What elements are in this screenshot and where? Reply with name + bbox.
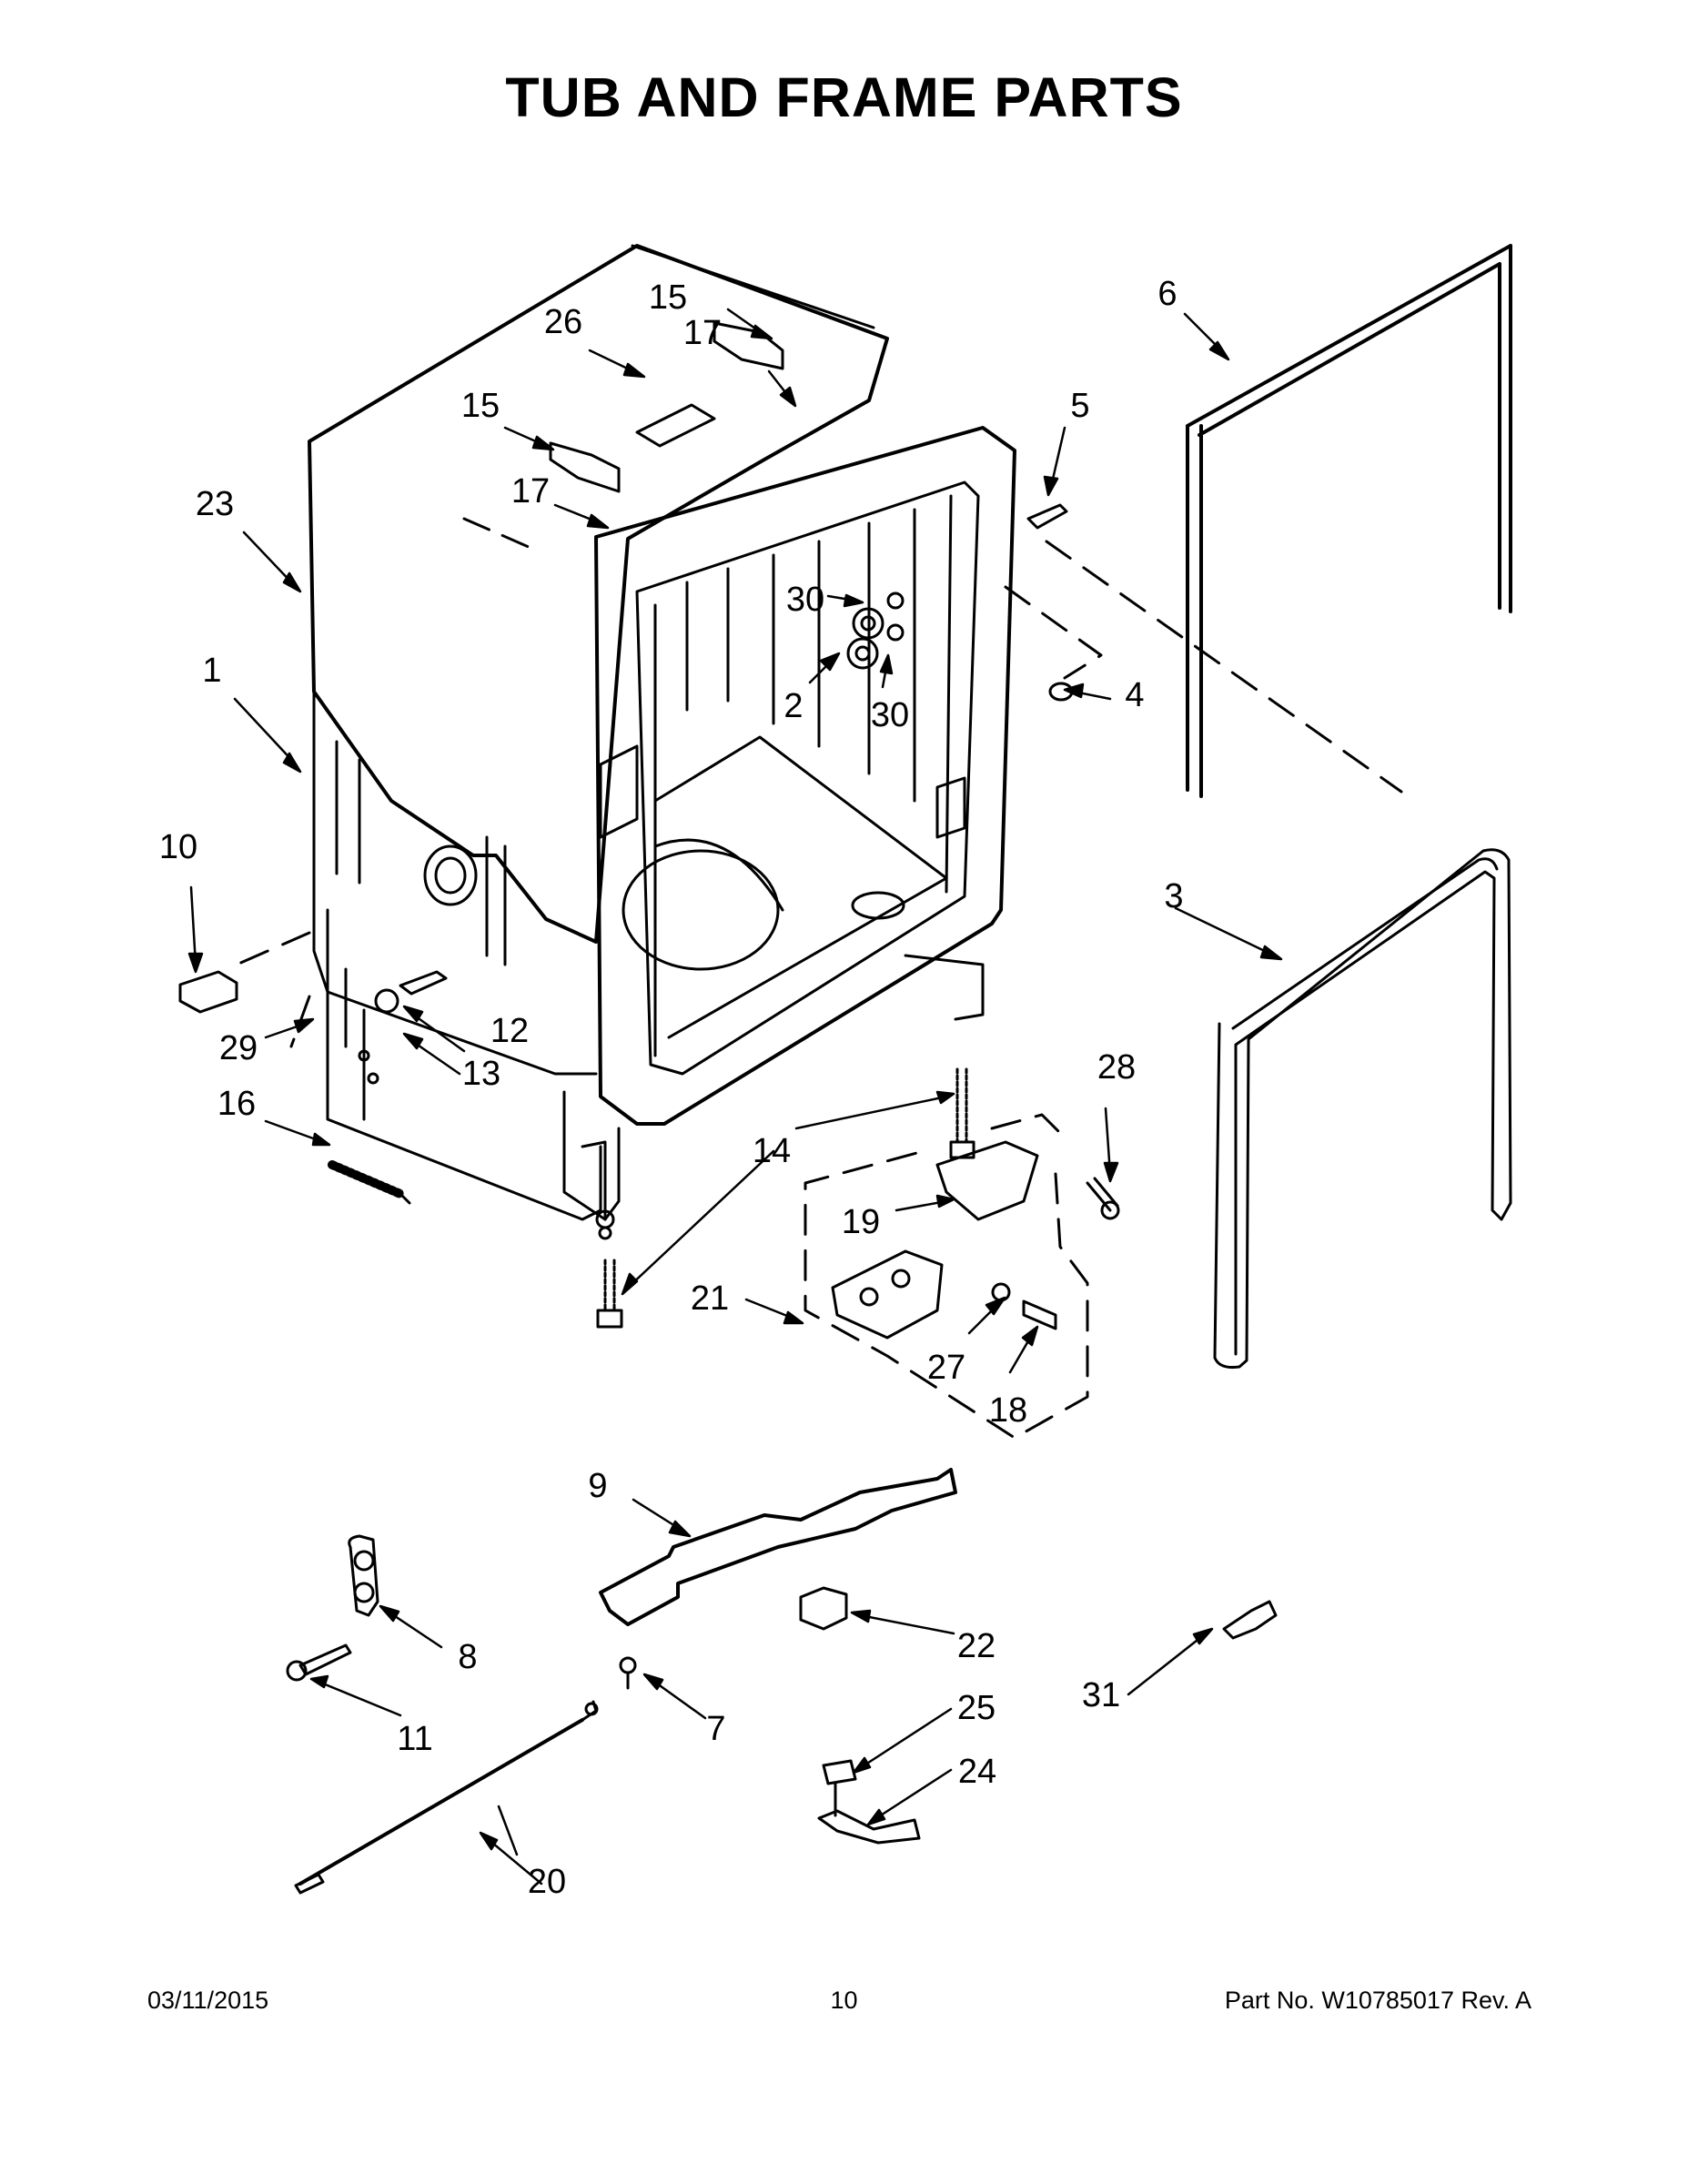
callout-4: 4	[1125, 676, 1145, 714]
callout-11: 11	[397, 1720, 433, 1758]
callout-15a: 15	[648, 278, 688, 317]
callout-19: 19	[841, 1203, 881, 1241]
callout-12: 12	[490, 1012, 530, 1050]
callout-8: 8	[458, 1638, 478, 1676]
callout-3: 3	[1164, 877, 1184, 915]
callout-5: 5	[1070, 387, 1090, 425]
callout-21: 21	[690, 1279, 730, 1318]
callout-6: 6	[1157, 275, 1178, 313]
callout-10: 10	[158, 828, 198, 866]
callout-17b: 17	[510, 472, 551, 511]
callout-23: 23	[195, 485, 235, 523]
callout-20: 20	[527, 1863, 567, 1901]
callout-27: 27	[926, 1349, 966, 1387]
leader-lines	[187, 308, 1283, 1886]
small-parts	[178, 503, 1278, 1895]
footer-part-number: Part No. W10785017 Rev. A	[1224, 1987, 1531, 2014]
callout-30a: 30	[785, 581, 825, 619]
callout-29: 29	[218, 1029, 258, 1067]
callout-14: 14	[752, 1132, 792, 1170]
callout-18: 18	[988, 1391, 1028, 1430]
callout-7: 7	[706, 1710, 726, 1748]
callout-15b: 15	[460, 387, 500, 425]
callout-31: 31	[1081, 1676, 1121, 1714]
callout-1: 1	[202, 652, 222, 690]
page-title: TUB AND FRAME PARTS	[505, 66, 1183, 128]
footer-page-number: 10	[830, 1987, 858, 2014]
callout-22: 22	[956, 1627, 996, 1665]
footer-date: 03/11/2015	[147, 1987, 269, 2014]
callout-25: 25	[956, 1689, 996, 1727]
callout-24: 24	[957, 1753, 997, 1791]
callout-30b: 30	[870, 696, 910, 734]
callout-28: 28	[1097, 1048, 1137, 1087]
tub-assembly	[308, 244, 1016, 1240]
callout-17a: 17	[682, 314, 723, 352]
door-gasket-top	[1186, 244, 1512, 798]
callout-2: 2	[783, 687, 804, 725]
callout-16: 16	[217, 1085, 257, 1123]
callout-13: 13	[461, 1055, 501, 1093]
callout-9: 9	[588, 1467, 608, 1505]
tub-gasket-bottom	[1213, 848, 1512, 1369]
callout-26: 26	[543, 303, 583, 341]
